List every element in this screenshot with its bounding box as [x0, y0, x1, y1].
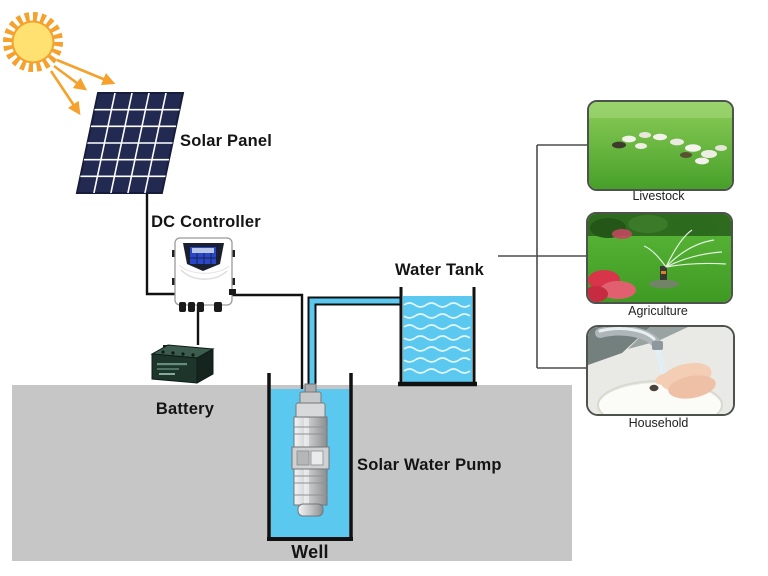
agriculture-label: Agriculture: [628, 304, 688, 318]
dc-controller-label: DC Controller: [151, 213, 261, 231]
solar-water-pump-label: Solar Water Pump: [357, 456, 502, 474]
livestock-photo: [587, 100, 734, 191]
sunlight-arrows: [49, 58, 116, 116]
solar-panel-graphic: [75, 92, 185, 194]
water-tank-label: Water Tank: [394, 261, 485, 279]
water-tank-graphic: [398, 287, 477, 387]
sun-icon: [3, 12, 63, 72]
well-label: Well: [291, 542, 329, 562]
pipe-pump-to-tank: [307, 296, 402, 395]
livestock-label: Livestock: [632, 189, 685, 203]
solar-panel-label: Solar Panel: [180, 132, 273, 150]
branch-lines-to-applications: [498, 144, 587, 369]
battery-graphic: [150, 344, 215, 384]
sprinkler-garden-image: [588, 214, 731, 302]
pump-graphic: [291, 383, 330, 517]
water-waves: [403, 302, 471, 374]
household-label: Household: [628, 416, 689, 430]
tank-water: [403, 296, 472, 383]
hand-washing-image: [588, 327, 733, 414]
dc-controller-graphic: [172, 237, 236, 312]
sheep-field-image: [589, 102, 732, 189]
wire-controller-to-pump: [231, 293, 304, 393]
wire-panel-to-controller: [145, 192, 176, 296]
household-photo: [586, 325, 735, 416]
battery-label: Battery: [155, 400, 215, 418]
agriculture-photo: [586, 212, 733, 304]
